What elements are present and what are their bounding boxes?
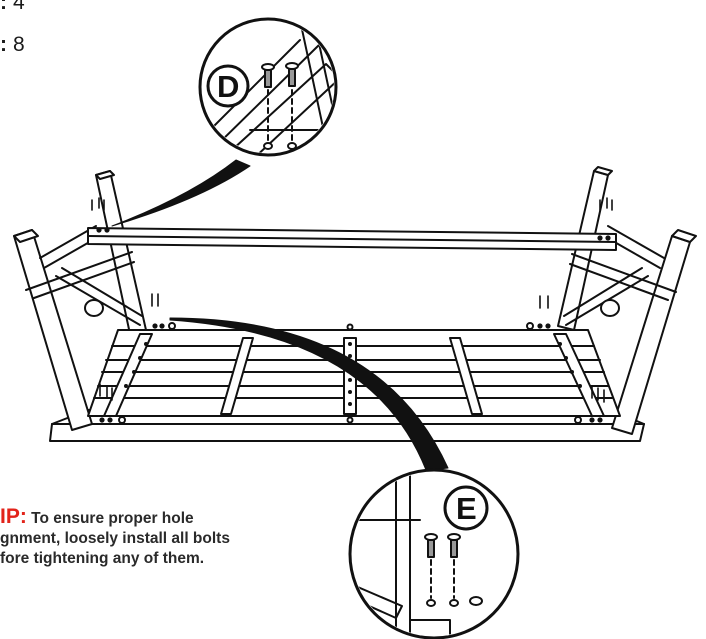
part-count-2-label: :	[0, 33, 7, 56]
part-count-2-value: 8	[13, 33, 25, 56]
tip-line-1: IP: To ensure proper hole	[0, 505, 340, 529]
callout-d-screws	[261, 62, 299, 150]
part-count-1-value: 4	[13, 0, 25, 14]
part-count-2: :8	[0, 33, 25, 57]
part-count-1-label: :	[0, 0, 7, 14]
callout-e: E	[169, 317, 520, 639]
tip-text-1: To ensure proper hole	[31, 510, 194, 527]
callout-d: D	[111, 17, 338, 227]
frame-bolts	[91, 197, 613, 423]
part-count-1: :4	[0, 0, 25, 15]
tip-note: IP: To ensure proper hole gnment, loosel…	[0, 505, 340, 569]
top-rail	[87, 227, 617, 251]
callout-d-letter: D	[217, 69, 239, 104]
tip-text-3: fore tightening any of them.	[0, 550, 205, 567]
callout-e-letter: E	[456, 491, 477, 526]
tip-label: IP:	[0, 505, 27, 528]
callout-e-screws	[424, 533, 483, 607]
tip-text-2: gnment, loosely install all bolts	[0, 530, 230, 547]
left-leg-frame	[13, 170, 147, 431]
